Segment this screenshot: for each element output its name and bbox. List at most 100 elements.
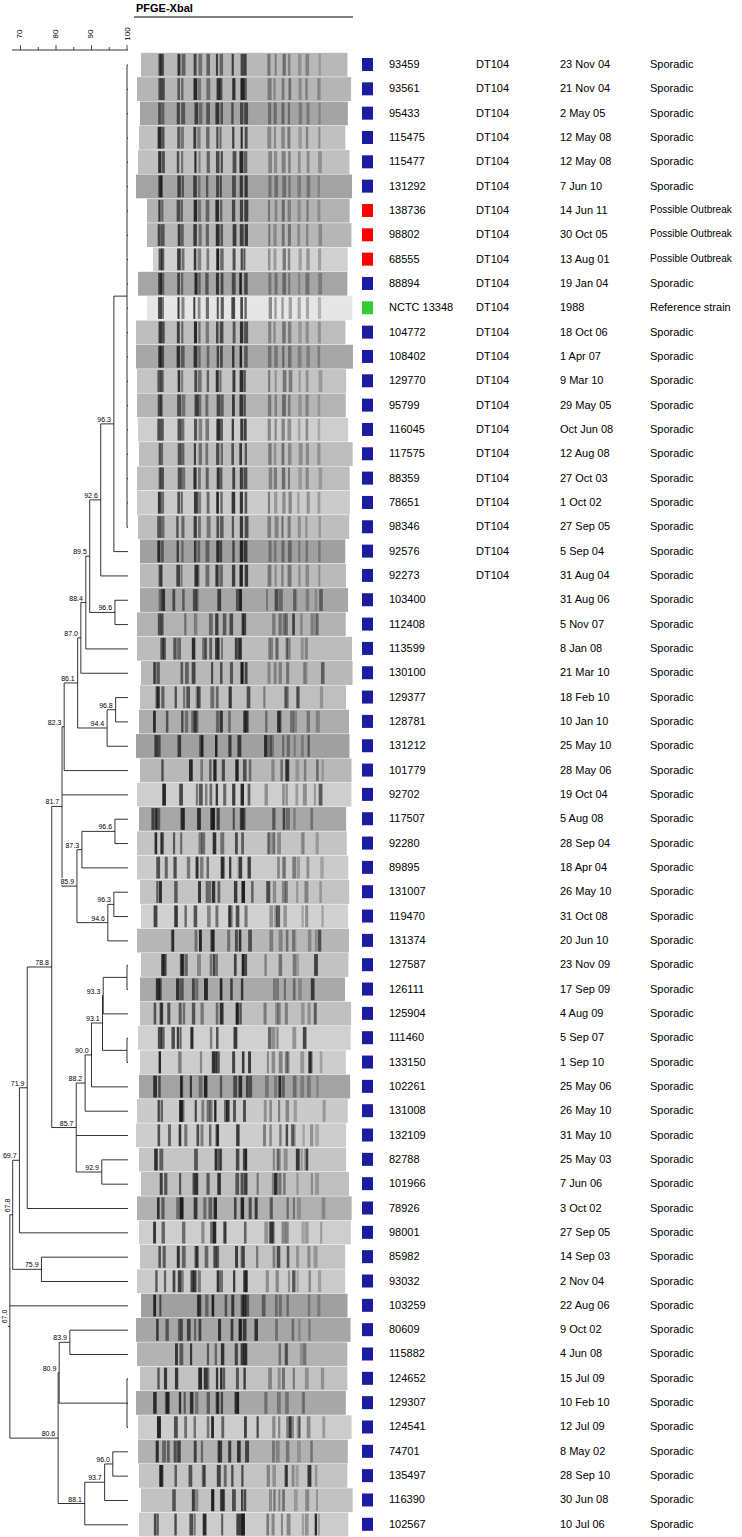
gel-band — [273, 881, 276, 903]
case-category: Sporadic — [650, 1251, 693, 1262]
gel-lane — [147, 199, 350, 223]
gel-band — [179, 1173, 181, 1195]
gel-band — [198, 1368, 202, 1390]
gel-band — [298, 394, 301, 416]
gel-band — [158, 102, 161, 124]
gel-band — [318, 419, 320, 441]
gel-lane — [136, 174, 352, 198]
tree-line — [127, 478, 128, 479]
gel-band — [318, 321, 321, 343]
gel-band — [241, 1295, 245, 1317]
gel-band — [207, 516, 211, 538]
gel-band — [160, 54, 164, 76]
gel-band — [282, 78, 285, 100]
gel-band — [306, 200, 308, 222]
gel-band — [177, 54, 180, 76]
gel-band — [182, 1246, 186, 1268]
tree-line — [127, 332, 128, 333]
type-marker — [362, 107, 373, 120]
gel-band — [211, 662, 213, 684]
phage-type: DT104 — [476, 497, 509, 508]
gel-band — [240, 589, 242, 611]
gel-band — [175, 686, 177, 708]
gel-band — [306, 370, 309, 392]
gel-band — [315, 1465, 317, 1487]
gel-band — [244, 905, 247, 927]
gel-band — [221, 1416, 224, 1438]
gel-band — [295, 759, 299, 781]
gel-band — [182, 589, 184, 611]
type-marker — [362, 1226, 373, 1239]
gel-band — [279, 1051, 283, 1073]
gel-band — [285, 1222, 289, 1244]
gel-band — [198, 394, 201, 416]
gel-band — [269, 1222, 273, 1244]
type-marker — [362, 204, 373, 217]
phage-type: DT104 — [476, 205, 509, 216]
gel-band — [320, 857, 324, 879]
gel-band — [210, 954, 212, 976]
type-marker — [362, 301, 373, 314]
gel-band — [241, 1246, 243, 1268]
isolation-date: 26 May 10 — [560, 886, 611, 897]
gel-lane — [137, 856, 348, 880]
gel-band — [181, 954, 184, 976]
tree-line — [59, 1342, 70, 1343]
gel-band — [203, 1514, 207, 1536]
gel-band — [233, 1100, 236, 1122]
gel-lane — [140, 880, 349, 904]
similarity-value: 94.4 — [90, 720, 105, 727]
gel-band — [181, 711, 183, 733]
gel-band — [269, 930, 273, 952]
gel-band — [279, 613, 282, 635]
tree-line — [52, 1127, 76, 1128]
gel-band — [308, 1295, 310, 1317]
type-marker — [362, 82, 373, 95]
tree-line — [62, 794, 128, 795]
gel-band — [196, 857, 199, 879]
gel-band — [322, 1416, 325, 1438]
gel-lane — [137, 831, 347, 855]
phage-type: DT104 — [476, 570, 509, 581]
gel-band — [182, 394, 186, 416]
gel-band — [205, 638, 208, 660]
gel-band — [155, 1270, 157, 1292]
gel-band — [224, 1465, 227, 1487]
gel-band — [288, 565, 292, 587]
gel-lane — [139, 1148, 346, 1172]
gel-band — [157, 540, 160, 562]
type-marker — [362, 1396, 373, 1409]
gel-band — [298, 151, 301, 173]
gel-band — [248, 857, 251, 879]
gel-band — [176, 565, 180, 587]
gel-band — [196, 857, 198, 879]
gel-band — [202, 1465, 205, 1487]
gel-band — [323, 1100, 326, 1122]
gel-band — [298, 127, 301, 149]
gel-band — [282, 467, 285, 489]
similarity-value: 93.3 — [86, 988, 101, 995]
gel-band — [213, 759, 216, 781]
gel-band — [205, 419, 209, 441]
gel-band — [306, 127, 308, 149]
isolation-date: 28 May 06 — [560, 765, 611, 776]
gel-band — [306, 78, 308, 100]
similarity-value: 96.6 — [98, 604, 113, 611]
tree-line — [41, 1281, 128, 1282]
gel-band — [235, 759, 238, 781]
gel-band — [199, 1319, 202, 1341]
gel-band — [217, 297, 219, 319]
gel-band — [167, 1003, 170, 1025]
gel-lane — [139, 807, 346, 831]
gel-band — [198, 516, 201, 538]
gel-band — [244, 419, 247, 441]
gel-band — [190, 1076, 192, 1098]
gel-band — [295, 589, 298, 611]
gel-band — [277, 857, 280, 879]
gel-band — [242, 954, 244, 976]
gel-band — [268, 248, 271, 270]
gel-band — [272, 1027, 276, 1049]
gel-band — [275, 200, 278, 222]
gel-band — [296, 686, 299, 708]
phage-type: DT104 — [476, 521, 509, 532]
